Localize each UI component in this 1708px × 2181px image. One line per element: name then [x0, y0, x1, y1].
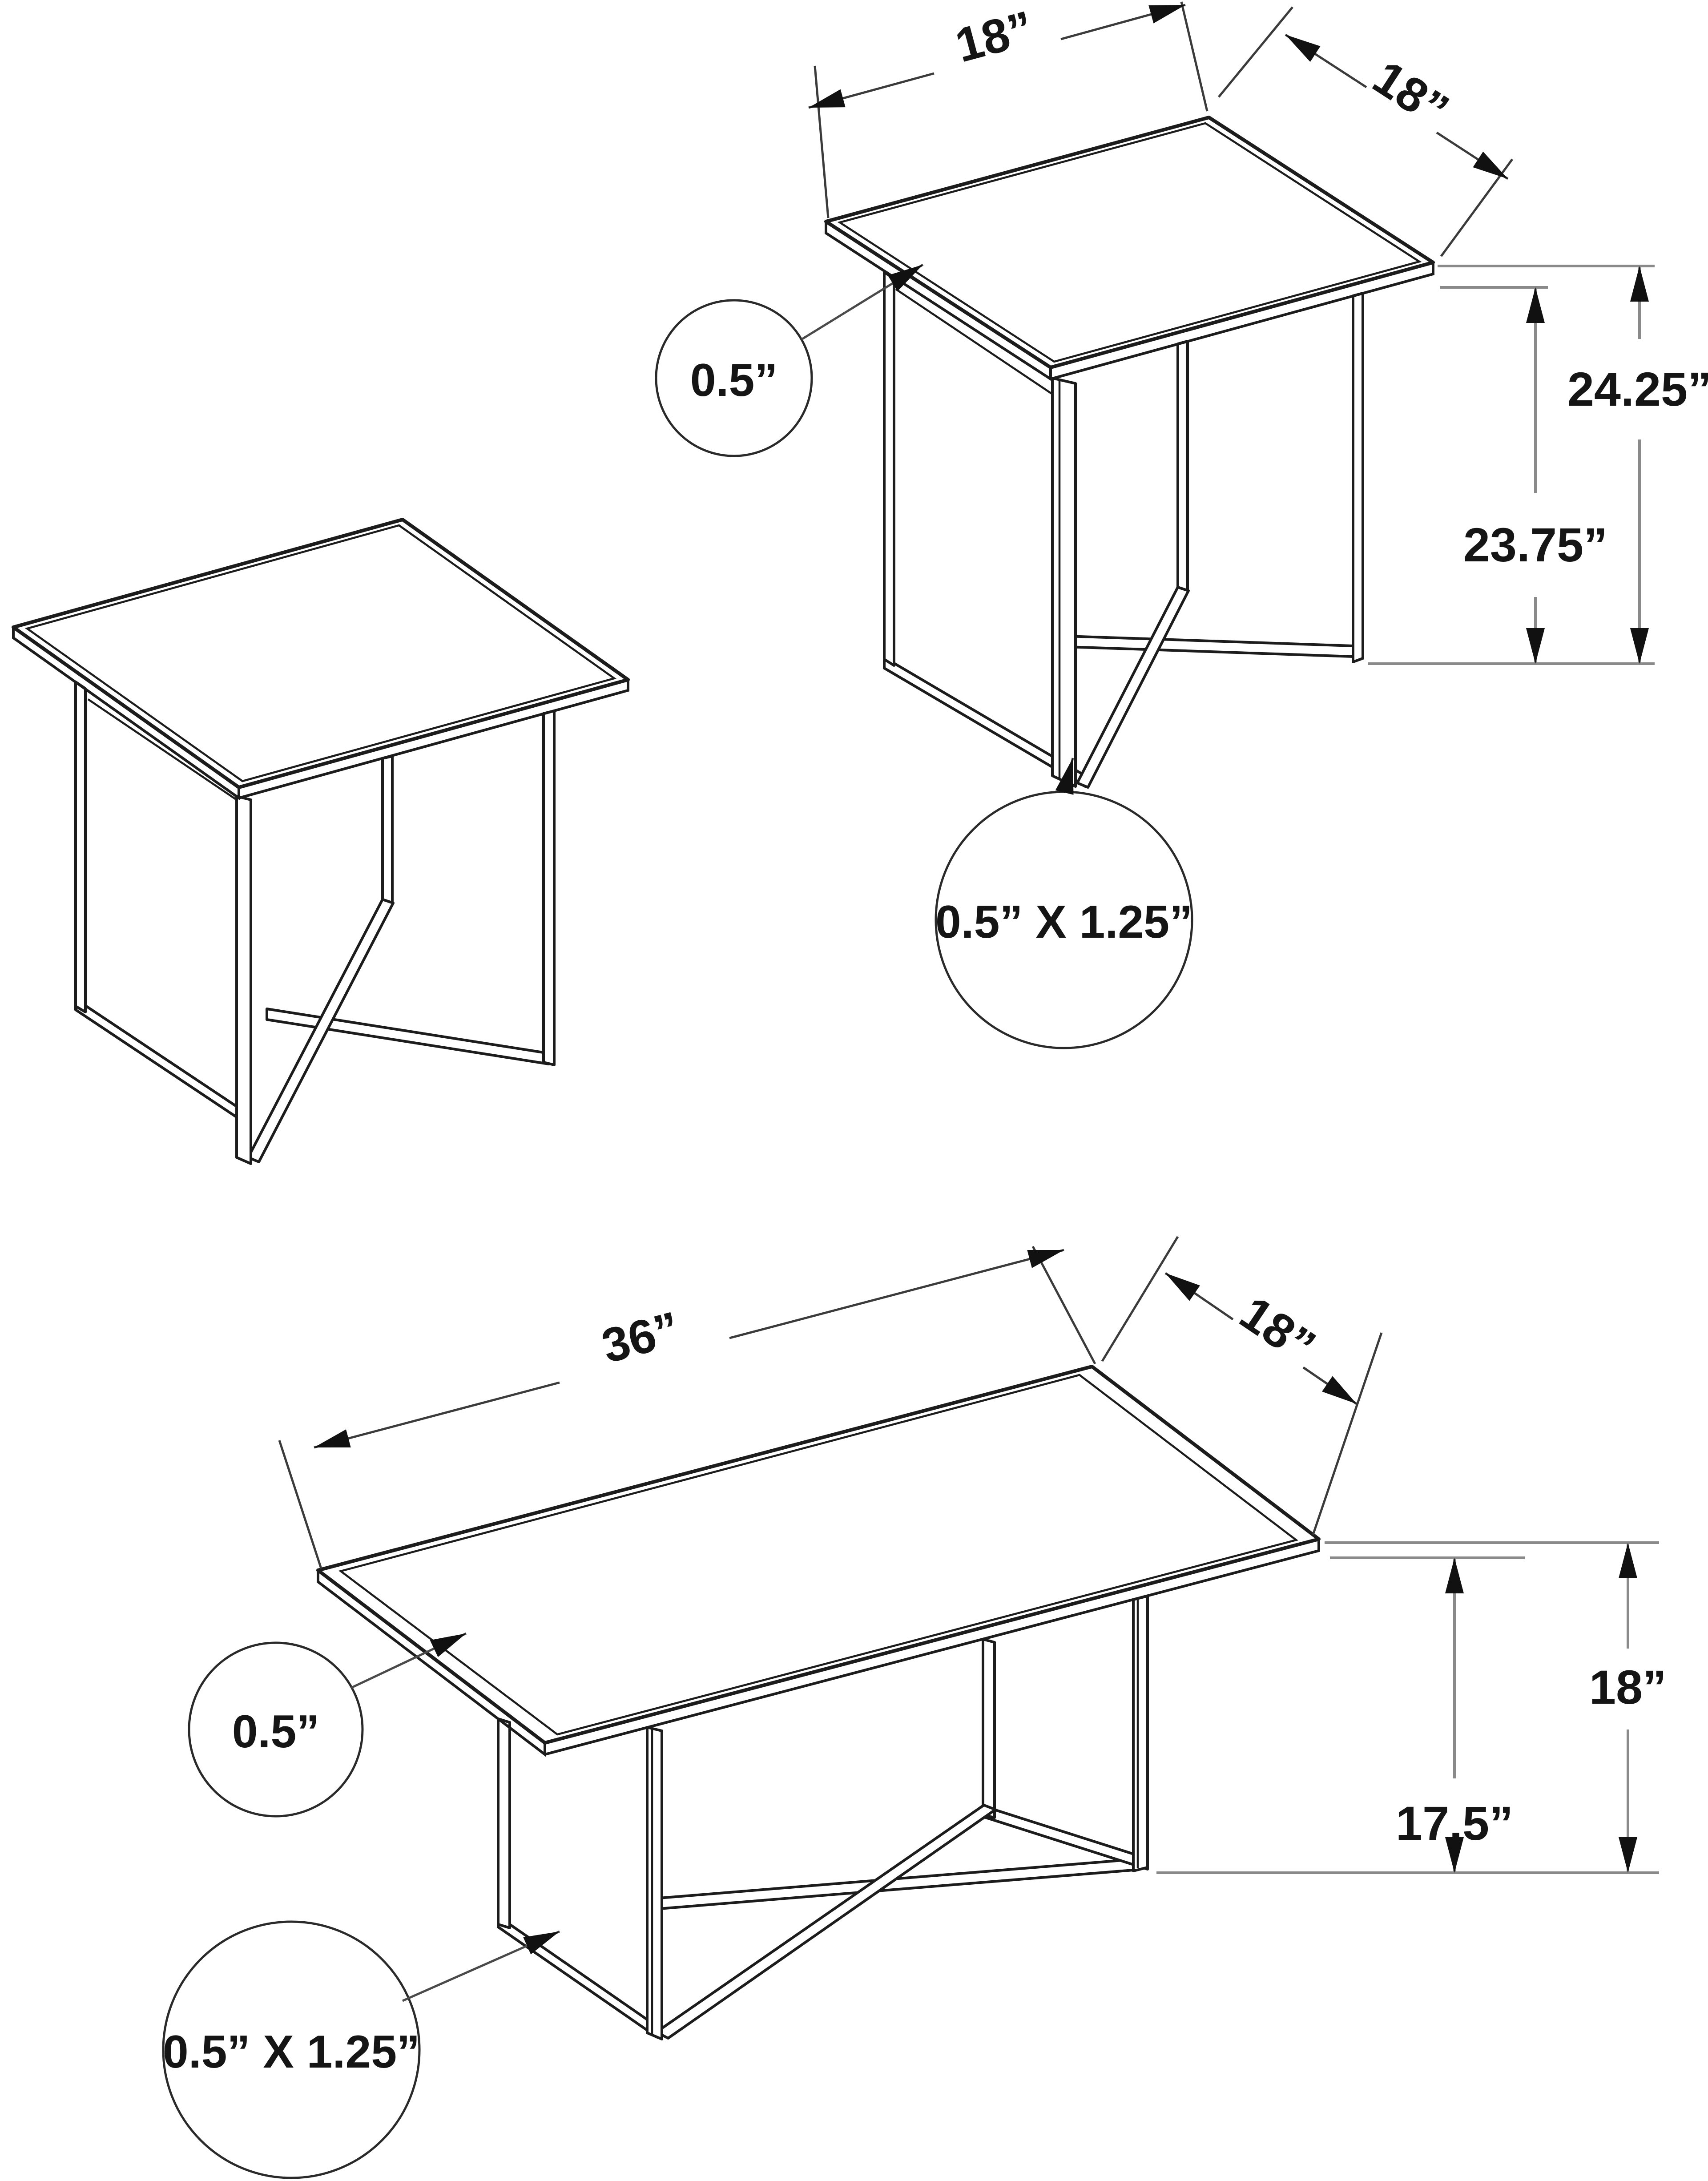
- coffee-base-left-rear-leg: [497, 1717, 511, 1929]
- end-width-extension-left: [814, 65, 830, 218]
- coffee-length-dim-line-left: [314, 1381, 560, 1449]
- end-table-top-thickness: [825, 222, 1434, 382]
- end-table-frame-height-label: 23.75”: [1463, 518, 1607, 572]
- end-base-top-rail: [895, 288, 1053, 395]
- coffee-base-diagonal-brace: [655, 1804, 997, 2040]
- plain-table-top: [12, 518, 630, 789]
- coffee-table-overall-height-label: 18”: [1589, 1660, 1667, 1714]
- coffee-table-length-label: 36”: [596, 1301, 685, 1373]
- coffee-length-dim-line-right: [729, 1249, 1064, 1339]
- plain-table-top-inner-edge: [24, 524, 617, 782]
- end-leg-size-leader: [1055, 758, 1074, 795]
- end-base-diagonal-brace: [1076, 586, 1190, 789]
- coffee-leg-size-leader: [402, 1930, 560, 2002]
- plain-base-left-bottom-rail: [74, 998, 245, 1123]
- coffee-table-dimensions: 36” 18” 18” 17.5” 0.5” 0.5” X 1.25”: [162, 1236, 1667, 2179]
- plain-base-center-post: [381, 755, 394, 905]
- end-table-width-label: 18”: [950, 0, 1039, 73]
- plain-end-table-drawing: [12, 518, 630, 1165]
- plain-base-diagonal-brace: [247, 898, 395, 1163]
- end-base-left-rear-leg: [883, 271, 895, 667]
- coffee-depth-extension-right: [1312, 1332, 1383, 1535]
- end-table-overall-height-label: 24.25”: [1567, 362, 1708, 416]
- end-table-leg-size-label: 0.5” X 1.25”: [935, 896, 1192, 948]
- end-table-top: [824, 116, 1435, 369]
- coffee-top-thickness-leader: [350, 1632, 467, 1689]
- plain-base-right-leg: [542, 710, 556, 1066]
- end-table-drawing: [824, 116, 1435, 789]
- end-depth-extension-left: [1218, 6, 1293, 98]
- coffee-leg-size-callout-circle: [162, 1920, 421, 2179]
- end-width-dim-line-right: [1060, 4, 1186, 40]
- coffee-table-drawing: [316, 1365, 1321, 2040]
- plain-base-top-rail: [87, 698, 238, 801]
- end-table-depth-label: 18”: [1364, 50, 1458, 137]
- end-base-center-post: [1176, 340, 1189, 593]
- coffee-base-right-front-post: [1132, 1595, 1149, 1872]
- coffee-length-extension-right: [1031, 1246, 1096, 1365]
- plain-base-left-rear-leg: [74, 681, 87, 1013]
- coffee-base-left-front-post: [646, 1726, 663, 2040]
- coffee-depth-extension-left: [1101, 1236, 1179, 1362]
- coffee-table-top-inner-edge: [338, 1374, 1299, 1736]
- coffee-table-frame-height-label: 17.5”: [1396, 1796, 1513, 1850]
- end-depth-dim-line-right: [1436, 131, 1509, 180]
- coffee-table-top-thickness: [317, 1539, 1320, 1758]
- coffee-depth-dim-line-left: [1164, 1272, 1234, 1321]
- end-base-front-post: [1051, 377, 1077, 788]
- coffee-length-extension-left: [278, 1440, 322, 1569]
- coffee-depth-dim-line-right: [1302, 1366, 1358, 1405]
- coffee-base-right-bottom-rail: [982, 1805, 1149, 1871]
- coffee-table-top: [316, 1365, 1321, 1745]
- end-table-top-inner-edge: [837, 122, 1422, 363]
- end-width-extension-right: [1180, 1, 1208, 112]
- coffee-table-depth-label: 18”: [1231, 1286, 1325, 1374]
- end-table-top-thickness-label: 0.5”: [690, 355, 778, 406]
- end-depth-dim-line-left: [1285, 33, 1367, 89]
- end-top-thickness-callout-circle: [655, 299, 813, 457]
- coffee-top-thickness-callout-circle: [188, 1641, 364, 1818]
- plain-base-front-post: [235, 795, 252, 1165]
- coffee-base-right-rear-leg: [982, 1638, 996, 1819]
- plain-table-top-thickness: [12, 627, 629, 801]
- coffee-base-left-bottom-rail: [497, 1915, 659, 2039]
- end-base-rear-bottom-rail: [1066, 635, 1354, 658]
- end-width-dim-line-left: [808, 72, 935, 109]
- end-top-thickness-leader: [801, 263, 924, 341]
- coffee-table-leg-size-label: 0.5” X 1.25”: [163, 2026, 420, 2078]
- coffee-table-top-thickness-label: 0.5”: [232, 1706, 320, 1758]
- end-base-right-leg: [1352, 292, 1364, 663]
